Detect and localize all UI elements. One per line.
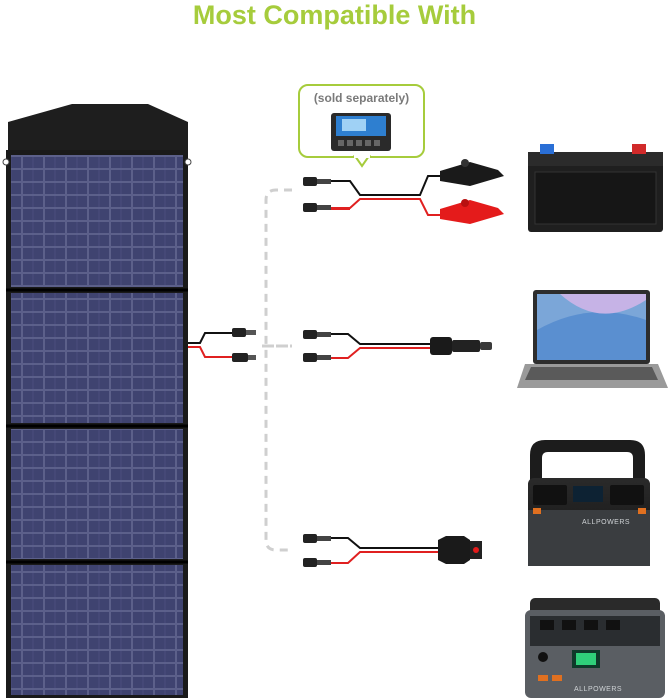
xt60-plug-icon (438, 536, 482, 564)
solar-panel-icon (2, 104, 192, 698)
power-station-icon: ALLPOWERS (528, 440, 650, 566)
dc-plug-icon (430, 337, 492, 355)
cable-laptop (303, 330, 430, 362)
cable-battery-clamps (303, 175, 440, 216)
car-battery-icon (528, 144, 663, 232)
charge-controller-icon (331, 113, 391, 151)
dashed-branch-line (262, 188, 292, 552)
power-station-large-brand: ALLPOWERS (574, 686, 622, 693)
laptop-icon (517, 290, 668, 388)
alligator-clip-icon (440, 159, 504, 224)
power-station-small-brand: ALLPOWERS (582, 519, 630, 526)
sold-separately-label: (sold separately) (313, 91, 410, 105)
power-station-large-icon: ALLPOWERS (525, 598, 665, 698)
mc4-connector-icon (188, 328, 256, 362)
cable-power-station (303, 534, 438, 567)
page-title: Most Compatible With (192, 0, 477, 30)
